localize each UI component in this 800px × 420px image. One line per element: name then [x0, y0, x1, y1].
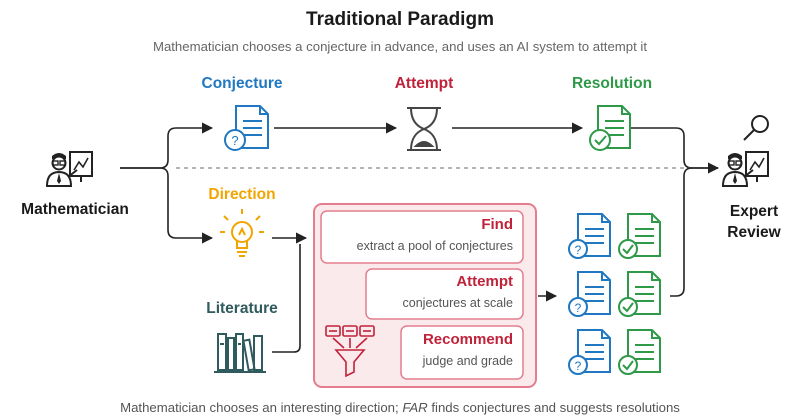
step-attempt-card: [365, 268, 524, 320]
diagram-subtitle: Mathematician chooses a conjecture in ad…: [152, 39, 648, 54]
svg-text:?: ?: [231, 133, 238, 148]
lightbulb-icon: [220, 209, 264, 257]
output-document-check-icon-1: [618, 213, 661, 259]
connector-math-to-direction: [120, 167, 214, 244]
bookshelf-icon: [214, 333, 266, 373]
mathematician-icon: [46, 151, 93, 187]
literature-label: Literature: [206, 300, 278, 317]
document-question-icon: ?: [224, 105, 269, 151]
stage-label-direction: Direction: [208, 186, 276, 203]
connector-math-to-conjecture: [120, 122, 214, 169]
hourglass-icon: [407, 107, 441, 151]
stage-label-resolution: Resolution: [571, 75, 653, 92]
diagram-caption: Mathematician chooses an interesting dir…: [0, 400, 800, 415]
connector-literature-to-box: [272, 244, 301, 353]
output-document-check-icon-3: [618, 329, 661, 375]
output-document-question-icon-2: ?: [568, 271, 611, 317]
caption-part-2: finds conjectures and suggests resolutio…: [427, 400, 680, 415]
svg-text:?: ?: [575, 243, 582, 257]
expert-review-icon: [722, 151, 769, 187]
stage-label-attempt: Attempt: [394, 75, 454, 92]
step-find-card: [320, 210, 524, 264]
step-recommend-card: [400, 325, 524, 380]
step-find-title: Find: [481, 216, 513, 233]
svg-text:?: ?: [575, 359, 582, 373]
connector-resolution-to-expert: [624, 127, 720, 174]
svg-text:?: ?: [575, 301, 582, 315]
output-document-question-icon-1: ?: [568, 213, 611, 259]
connector-outputs-to-expert: [670, 167, 718, 297]
step-attempt-title: Attempt: [456, 273, 513, 290]
expert-review-label: Expert Review: [727, 203, 781, 241]
output-document-question-icon-3: ?: [568, 329, 611, 375]
diagram-title: Traditional Paradigm: [306, 9, 494, 30]
stage-label-conjecture: Conjecture: [201, 75, 283, 92]
caption-far: FAR: [402, 400, 428, 415]
step-find-desc: extract a pool of conjectures: [356, 239, 513, 253]
step-attempt-desc: conjectures at scale: [402, 296, 513, 310]
document-check-icon: [589, 105, 631, 151]
magnifying-glass-icon: [743, 115, 769, 141]
step-recommend-title: Recommend: [422, 331, 513, 348]
caption-part-1: Mathematician chooses an interesting dir…: [120, 400, 403, 415]
step-recommend-desc: judge and grade: [422, 354, 513, 368]
mathematician-label: Mathematician: [21, 201, 129, 218]
output-document-check-icon-2: [618, 271, 661, 317]
filter-funnel-icon: [325, 325, 375, 378]
